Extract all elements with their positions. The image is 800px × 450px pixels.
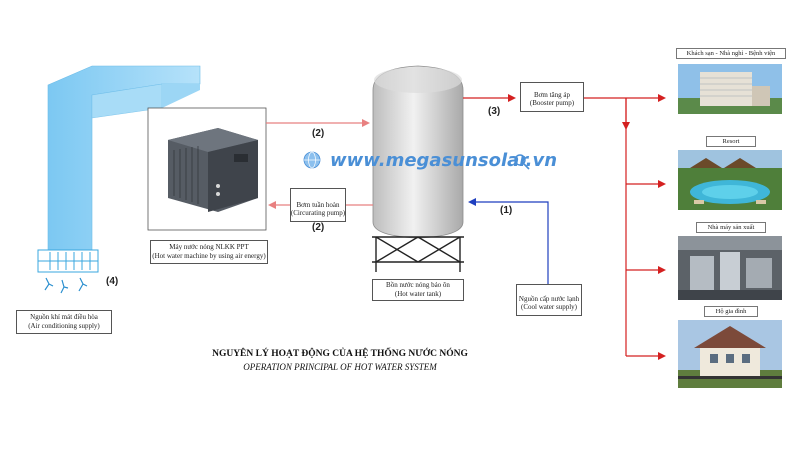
hot-water-tank-label-box: Bồn nước nóng bảo ôn (Hot water tank) [372,279,464,301]
tank-label-en: (Hot water tank) [394,290,442,298]
resort-photo [678,150,782,210]
destination-hotel-label: Khách sạn - Nhà nghỉ - Bệnh viện [676,48,786,59]
flow-number-1: (1) [500,205,513,216]
heat-pump-label-vi: Máy nước nóng NLKK PPT [169,243,249,252]
circulating-pump-box: Bơm tuần hoàn (Circurating pump) [290,188,346,222]
heat-pump-label-en: (Hot water machine by using air energy) [152,252,266,260]
tank-stand [372,236,464,272]
air-grille [37,249,99,273]
factory-photo [678,236,782,300]
air-conditioning-box: Nguồn khí mát điều hòa (Air conditioning… [16,310,112,334]
air-conditioning-label-en: (Air conditioning supply) [28,322,100,330]
watermark-url: www.megasunsolar.vn [330,150,558,171]
destination-factory-label: Nhà máy sản xuất [696,222,766,233]
circulating-pump-label-vi: Bơm tuần hoàn [296,200,340,209]
cool-water-label-vi: Nguồn cấp nước lạnh [518,294,580,303]
tank-label-vi: Bồn nước nóng bảo ôn [386,281,450,290]
hot-water-tank [372,65,464,239]
flow-number-3: (3) [488,106,501,117]
flow-number-2-top: (2) [312,128,325,139]
wind-icons [44,277,88,294]
booster-pump-box: Bơm tăng áp (Booster pump) [520,82,584,112]
booster-pump-label-vi: Bơm tăng áp [534,90,570,99]
house-photo [678,320,782,388]
circulating-pump-label-en: (Circurating pump) [290,209,346,218]
cool-water-label-en: (Cool water supply) [521,303,577,312]
air-conditioning-label-vi: Nguồn khí mát điều hòa [30,313,98,322]
globe-icon [303,151,321,169]
flow-number-2-bottom: (2) [312,222,325,233]
heat-pump-label-box: Máy nước nóng NLKK PPT (Hot water machin… [150,240,268,264]
booster-pump-label-en: (Booster pump) [529,99,575,108]
diagram-title-en: OPERATION PRINCIPAL OF HOT WATER SYSTEM [243,362,437,372]
destination-house-label: Hộ gia đình [704,306,758,317]
diagram-title-vi: NGUYÊN LÝ HOẠT ĐỘNG CỦA HỆ THỐNG NƯỚC NÓ… [212,349,468,359]
heat-pump-unit [168,128,258,212]
destination-resort-label: Resort [706,136,756,147]
flow-number-4: (4) [106,276,119,287]
hotel-photo [678,64,782,114]
cool-water-box: Nguồn cấp nước lạnh (Cool water supply) [516,284,582,316]
air-duct [47,65,201,251]
flow-line-1 [468,198,549,284]
search-icon [514,154,530,170]
